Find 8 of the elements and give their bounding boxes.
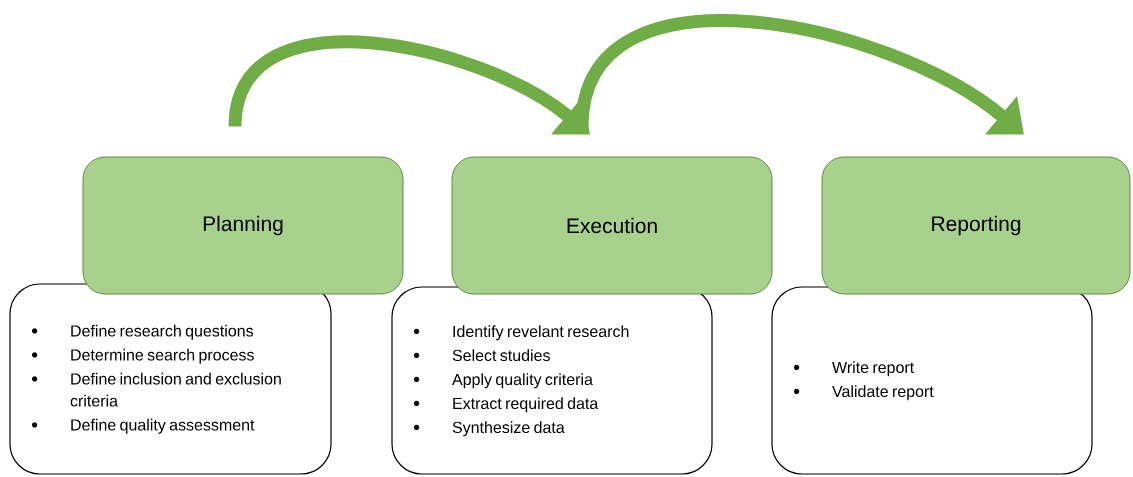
task-list-box: Define research questions Determine search process Define inclusion and exclusion criteria Define quality assessment (9, 283, 332, 475)
stage-box: Planning (82, 156, 404, 295)
stage-box: Execution (451, 156, 773, 295)
task-list-box: Identify revelant research Select studies Apply quality criteria Extract required data Synthesize data (391, 286, 713, 475)
curved-arrow (575, 14, 1024, 135)
curved-arrow (228, 35, 590, 135)
task-list-box: Write report Validate report (771, 286, 1093, 475)
stage-box: Reporting (821, 156, 1131, 295)
